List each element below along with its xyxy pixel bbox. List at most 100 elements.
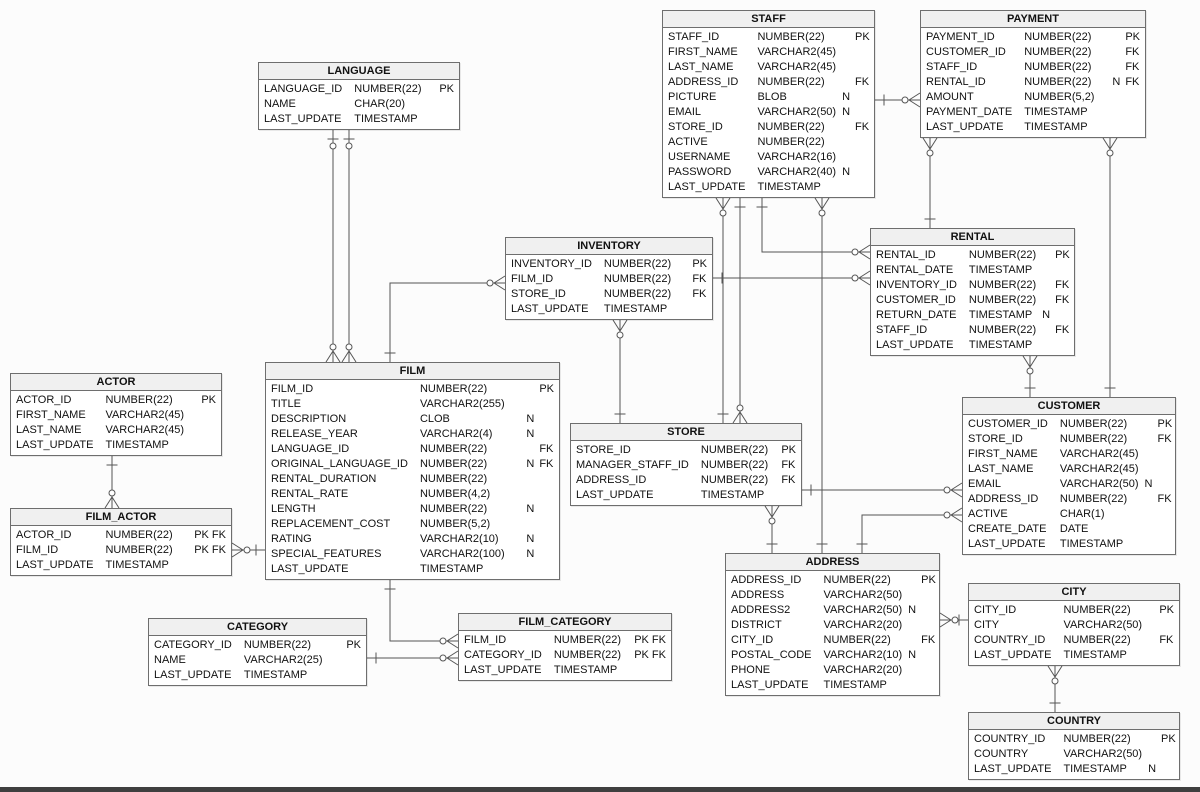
column-nullable: N (842, 166, 851, 178)
optional-circle-icon (345, 343, 353, 351)
relationship-inventory_store[interactable] (612, 319, 628, 423)
relationship-store_manager_staff[interactable] (732, 198, 748, 424)
relationship-store_address[interactable] (764, 505, 780, 553)
relationship-staff_address[interactable] (814, 197, 830, 553)
relationship-line (389, 580, 458, 642)
column-type: NUMBER(22) (757, 136, 825, 148)
column-name: CITY_ID (974, 604, 1017, 616)
column-nullable (842, 30, 855, 45)
column-name: ORIGINAL_LANGUAGE_ID (271, 458, 408, 470)
optional-circle-icon (851, 248, 859, 256)
column-key (346, 653, 361, 668)
column-key: FK (781, 474, 796, 486)
relationship-filmcategory_category[interactable] (367, 650, 459, 666)
column-name: COUNTRY (974, 748, 1029, 760)
column-type: TIMESTAMP (419, 563, 484, 575)
column-type: NUMBER(22) (1063, 604, 1131, 616)
column-key (1157, 462, 1172, 477)
relationship-payment_rental[interactable] (922, 137, 938, 228)
column-name: ACTIVE (968, 508, 1008, 520)
relationship-payment_customer[interactable] (1102, 137, 1118, 397)
relationship-payment_staff[interactable] (875, 92, 921, 108)
column-name: STORE_ID (511, 288, 566, 300)
relationship-filmcategory_film[interactable] (384, 580, 459, 649)
column-key (539, 397, 554, 412)
column-type: NUMBER(22) (700, 444, 769, 456)
relationship-address_city[interactable] (939, 612, 968, 628)
column-key: FK (781, 459, 796, 471)
column-name: USERNAME (668, 151, 731, 163)
column-name: STORE_ID (968, 433, 1023, 445)
crow-foot-many-icon (231, 542, 244, 558)
column-nullable: N (526, 503, 535, 515)
column-name: LAST_UPDATE (926, 121, 1004, 133)
entity-title: STORE (571, 424, 801, 441)
column-nullable (908, 678, 921, 693)
column-key: PK (1055, 249, 1070, 261)
column-type: VARCHAR2(16) (757, 151, 837, 163)
column-name: ADDRESS2 (731, 604, 791, 616)
column-name: LENGTH (271, 503, 316, 515)
column-key (539, 502, 554, 517)
relationship-staff_store[interactable] (715, 197, 731, 423)
column-nullable: N (1112, 76, 1121, 88)
column-name: PHONE (731, 664, 771, 676)
relationship-film_original_language[interactable] (341, 130, 357, 363)
relationship-customer_store[interactable] (802, 482, 963, 498)
column-type: NUMBER(22) (354, 83, 422, 95)
column-name: STAFF_ID (926, 61, 978, 73)
relationship-rental_customer[interactable] (1022, 355, 1038, 397)
column-name: RETURN_DATE (876, 309, 957, 321)
relationship-rental_inventory[interactable] (713, 270, 871, 286)
column-type: VARCHAR2(45) (105, 424, 185, 436)
column-nullable (1112, 120, 1125, 135)
relationship-rental_staff[interactable] (756, 198, 871, 260)
relationship-filmactor_film[interactable] (231, 542, 265, 558)
entity-title: CATEGORY (149, 619, 366, 636)
relationship-film_language[interactable] (325, 130, 341, 363)
column-type: VARCHAR2(25) (243, 654, 323, 666)
column-key: FK (1125, 61, 1140, 73)
relationship-customer_address[interactable] (856, 507, 963, 553)
column-name: COUNTRY_ID (974, 733, 1046, 745)
relationship-inventory_film[interactable] (384, 275, 506, 362)
column-name: FILM_ID (511, 273, 554, 285)
optional-circle-icon (345, 142, 353, 150)
entity-title: ACTOR (11, 374, 221, 391)
column-type: NUMBER(22) (968, 249, 1037, 261)
relationship-filmactor_actor[interactable] (104, 456, 120, 509)
column-type: BLOB (757, 91, 787, 103)
column-nullable (1112, 30, 1125, 45)
column-type: TIMESTAMP (700, 489, 765, 501)
relationship-city_country[interactable] (1047, 665, 1063, 712)
